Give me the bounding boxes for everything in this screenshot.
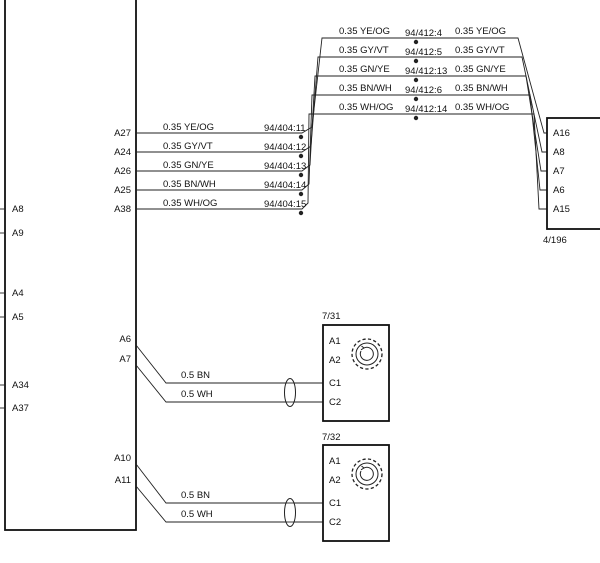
sensor-pin: C2 xyxy=(329,517,341,528)
ecu-pin-label: A27 xyxy=(114,128,131,139)
wire-label: 0.35 GN/YE xyxy=(163,160,214,171)
wire-label: 0.5 BN xyxy=(181,370,210,381)
wire-label: 0.5 WH xyxy=(181,389,213,400)
ecu-box xyxy=(4,0,137,531)
connector-pin: A15 xyxy=(553,204,570,215)
sensor-wire xyxy=(135,344,326,384)
ecu-pin-label: A38 xyxy=(114,204,131,215)
sensor-pin: C1 xyxy=(329,498,341,509)
ecu-pin-label: A11 xyxy=(115,475,131,486)
sensor-box xyxy=(322,444,390,542)
splice-dot xyxy=(298,153,304,159)
wire-label: 0.35 GN/YE xyxy=(455,64,506,75)
sensor-pin: A2 xyxy=(329,355,341,366)
twisted-pair-shield xyxy=(284,498,296,527)
twisted-pair-shield xyxy=(284,378,296,407)
ecu-right-pins: A27 A24 A26 A25 A38 A6 A7 A10 A11 xyxy=(114,128,131,486)
splice-label: 94/412:6 xyxy=(405,85,442,96)
wire-label: 0.35 WH/OG xyxy=(455,102,509,113)
connector-pin: A6 xyxy=(553,185,565,196)
sensor-wire xyxy=(135,364,326,403)
harness-wire xyxy=(136,56,550,153)
harness-wire xyxy=(136,94,550,191)
sensor-pin: C1 xyxy=(329,378,341,389)
sensor-7-31: 0.5 BN 0.5 WH 7/31 A1 A2 C1 C2 xyxy=(135,311,390,422)
harness-wire xyxy=(136,113,550,210)
splice-dot xyxy=(298,172,304,178)
splice-dot xyxy=(413,77,419,83)
upper-harness: 0.35 YE/OG 0.35 GY/VT 0.35 GN/YE 0.35 BN… xyxy=(136,26,550,216)
splice-label: 94/404:13 xyxy=(264,161,306,172)
sensor-pin: C2 xyxy=(329,397,341,408)
ecu-left-pin: A8 xyxy=(12,204,24,215)
splice-label: 94/412:13 xyxy=(405,66,447,77)
wire-label: 0.35 GY/VT xyxy=(455,45,505,56)
sensor-wire xyxy=(135,485,326,523)
ecu-left-pin: A34 xyxy=(12,380,29,391)
ecu-pin-label: A26 xyxy=(114,166,131,177)
ecu-left-pin: A9 xyxy=(12,228,24,239)
sensor-id: 7/32 xyxy=(322,432,341,443)
ecu-left-pin: A37 xyxy=(12,403,29,414)
wire-label: 0.35 GY/VT xyxy=(339,45,389,56)
wire-label: 0.35 BN/WH xyxy=(163,179,216,190)
connector-pin: A7 xyxy=(553,166,565,177)
splice-label: 94/404:14 xyxy=(264,180,306,191)
splice-dot xyxy=(413,39,419,45)
ecu-left-pin: A5 xyxy=(12,312,24,323)
sensor-wire xyxy=(135,463,326,504)
splice-label: 94/404:12 xyxy=(264,142,306,153)
connector-id: 4/196 xyxy=(543,235,567,246)
splice-label: 94/412:5 xyxy=(405,47,442,58)
wire-label: 0.35 YE/OG xyxy=(163,122,214,133)
sensor-pin: A1 xyxy=(329,336,341,347)
splice-dot xyxy=(298,134,304,140)
sensor-7-32: 0.5 BN 0.5 WH 7/32 A1 A2 C1 C2 xyxy=(135,432,390,542)
ecu-pin-label: A24 xyxy=(114,147,131,158)
sensor-gear-icon xyxy=(351,338,383,370)
ecu-pin-label: A10 xyxy=(114,453,131,464)
ecu-left-pins: A8 A9 A4 A5 A34 A37 xyxy=(0,204,29,414)
harness-wire xyxy=(136,75,550,172)
ecu-pin-label: A6 xyxy=(119,334,131,345)
connector-4-196: A16 A8 A7 A6 A15 4/196 xyxy=(543,117,600,246)
ecu-pin-label: A25 xyxy=(114,185,131,196)
connector-pin: A16 xyxy=(553,128,570,139)
splice-label: 94/412:14 xyxy=(405,104,447,115)
wire-label: 0.35 YE/OG xyxy=(455,26,506,37)
wire-label: 0.35 GY/VT xyxy=(163,141,213,152)
harness-wire xyxy=(136,37,550,134)
wire-label: 0.35 GN/YE xyxy=(339,64,390,75)
splice-label: 94/412:4 xyxy=(405,28,442,39)
ecu-left-pin: A4 xyxy=(12,288,24,299)
splice-label: 94/404:11 xyxy=(264,123,306,134)
connector-box xyxy=(546,117,600,230)
wire-label: 0.5 BN xyxy=(181,490,210,501)
sensor-gear-icon xyxy=(351,458,383,490)
ecu-pin-label: A7 xyxy=(119,354,131,365)
splice-dot xyxy=(298,191,304,197)
splice-dot xyxy=(298,210,304,216)
splice-dot xyxy=(413,115,419,121)
wire-label: 0.35 YE/OG xyxy=(339,26,390,37)
wire-label: 0.5 WH xyxy=(181,509,213,520)
splice-dot xyxy=(413,58,419,64)
wire-label: 0.35 WH/OG xyxy=(339,102,393,113)
sensor-id: 7/31 xyxy=(322,311,341,322)
sensor-box xyxy=(322,324,390,422)
wire-label: 0.35 WH/OG xyxy=(163,198,217,209)
splice-dot xyxy=(413,96,419,102)
connector-pin: A8 xyxy=(553,147,565,158)
splice-label: 94/404:15 xyxy=(264,199,306,210)
sensor-pin: A2 xyxy=(329,475,341,486)
wire-label: 0.35 BN/WH xyxy=(455,83,508,94)
sensor-pin: A1 xyxy=(329,456,341,467)
wire-label: 0.35 BN/WH xyxy=(339,83,392,94)
